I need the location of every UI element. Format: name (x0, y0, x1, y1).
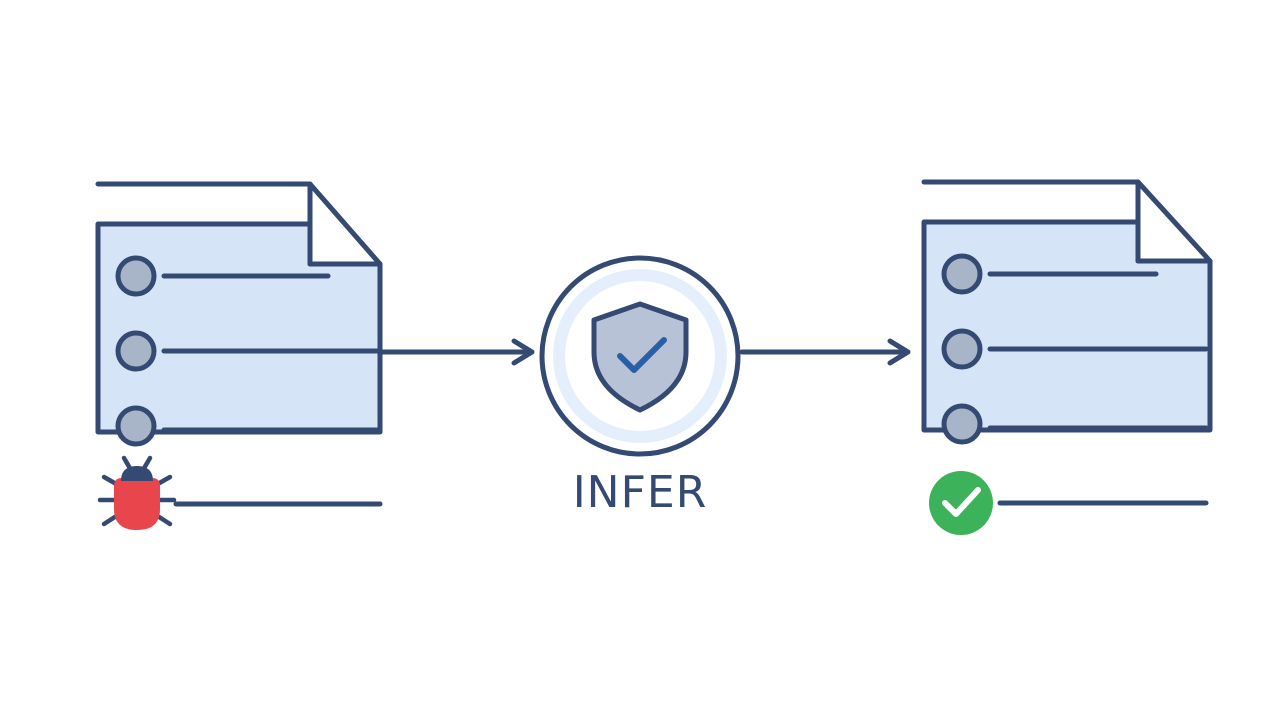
input-row-bullet (115, 330, 157, 372)
input-row-bullet (115, 255, 157, 297)
shield-check-icon (591, 301, 689, 413)
input-document (95, 181, 383, 507)
output-row-bullet (941, 328, 983, 370)
arrow-process-to-output (739, 338, 911, 366)
output-row-bullet (941, 403, 983, 445)
input-doc-fold (307, 181, 383, 267)
output-document (921, 179, 1213, 506)
output-doc-fold (1135, 179, 1213, 264)
infer-label: INFER (572, 467, 708, 518)
input-row-bullet (115, 405, 157, 447)
bug-icon (97, 455, 177, 530)
infer-badge (539, 255, 741, 457)
arrow-input-to-process (379, 338, 535, 366)
input-doc-rows (115, 255, 383, 447)
check-circle-icon (929, 471, 993, 535)
output-doc-rows (941, 253, 1209, 445)
output-row-bullet (941, 253, 983, 295)
